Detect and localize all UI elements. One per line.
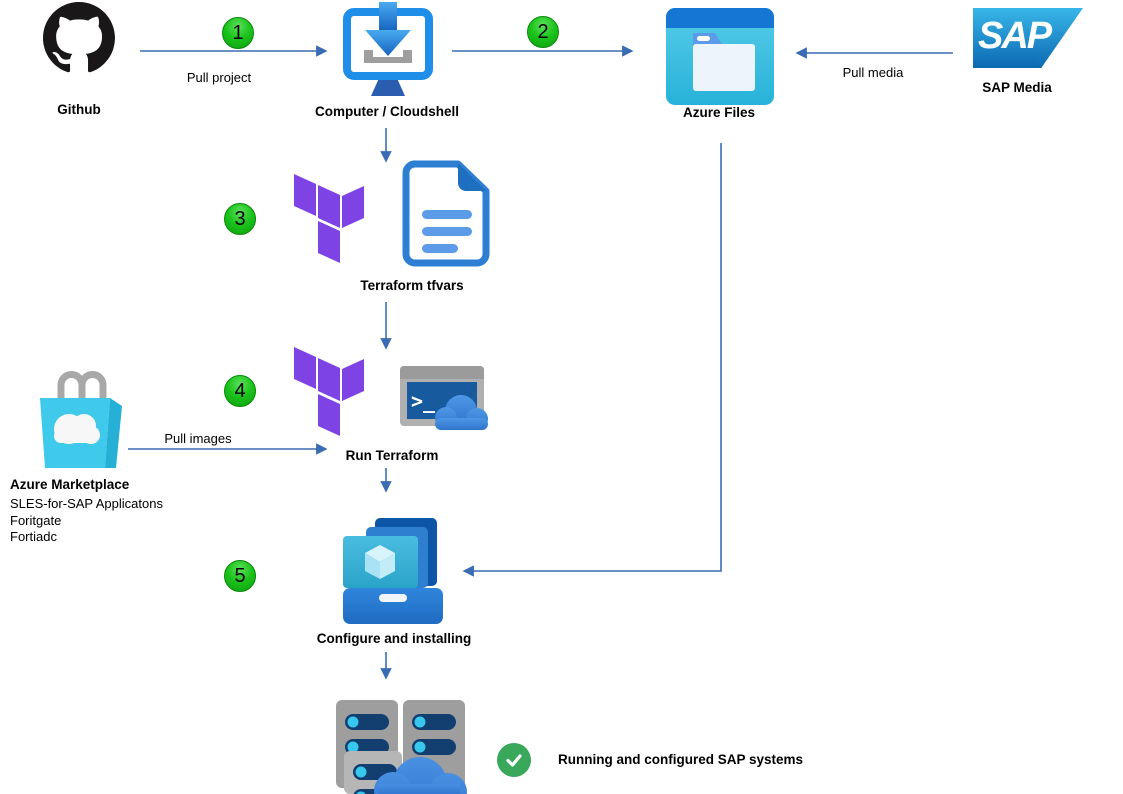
step-badge-4: 4 (224, 375, 256, 407)
arrow-files-to-configure (462, 143, 722, 577)
terraform-icon (294, 174, 364, 263)
github-label: Github (57, 102, 101, 117)
tfvars-document-icon (402, 160, 490, 267)
run-terraform-label: Run Terraform (345, 448, 439, 463)
marketplace-item: Fortiadc (10, 529, 57, 544)
pull-media-label: Pull media (842, 65, 904, 80)
pull-project-label: Pull project (186, 70, 252, 85)
azure-marketplace-icon (40, 371, 122, 468)
marketplace-item: SLES-for-SAP Applicatons (10, 496, 163, 511)
pull-images-label: Pull images (164, 431, 232, 446)
sap-logo-text: SAP (978, 15, 1052, 57)
azure-marketplace-label: Azure Marketplace (10, 477, 130, 492)
result-label: Running and configured SAP systems (558, 752, 804, 767)
terminal-prompt: >_ (411, 389, 436, 413)
azure-files-label: Azure Files (682, 105, 756, 120)
configure-install-icon (343, 518, 443, 624)
terraform-icon (294, 347, 364, 436)
step-badge-5: 5 (224, 560, 256, 592)
configure-install-label: Configure and installing (316, 631, 472, 646)
step-badge-2: 2 (527, 16, 559, 48)
check-icon (497, 743, 531, 777)
sap-servers-icon (336, 700, 467, 794)
sap-media-label: SAP Media (982, 80, 1052, 95)
step-badge-3: 3 (224, 203, 256, 235)
terraform-tfvars-label: Terraform tfvars (360, 278, 464, 293)
sap-registered-mark: ® (1038, 56, 1046, 67)
computer-cloudshell-label: Computer / Cloudshell (314, 104, 459, 119)
marketplace-item: Foritgate (10, 513, 62, 528)
step-badge-1: 1 (222, 17, 254, 49)
github-icon (43, 2, 115, 73)
cloudshell-terminal-icon: >_ (400, 366, 488, 430)
azure-files-icon (666, 8, 774, 105)
computer-cloudshell-icon (343, 2, 433, 96)
